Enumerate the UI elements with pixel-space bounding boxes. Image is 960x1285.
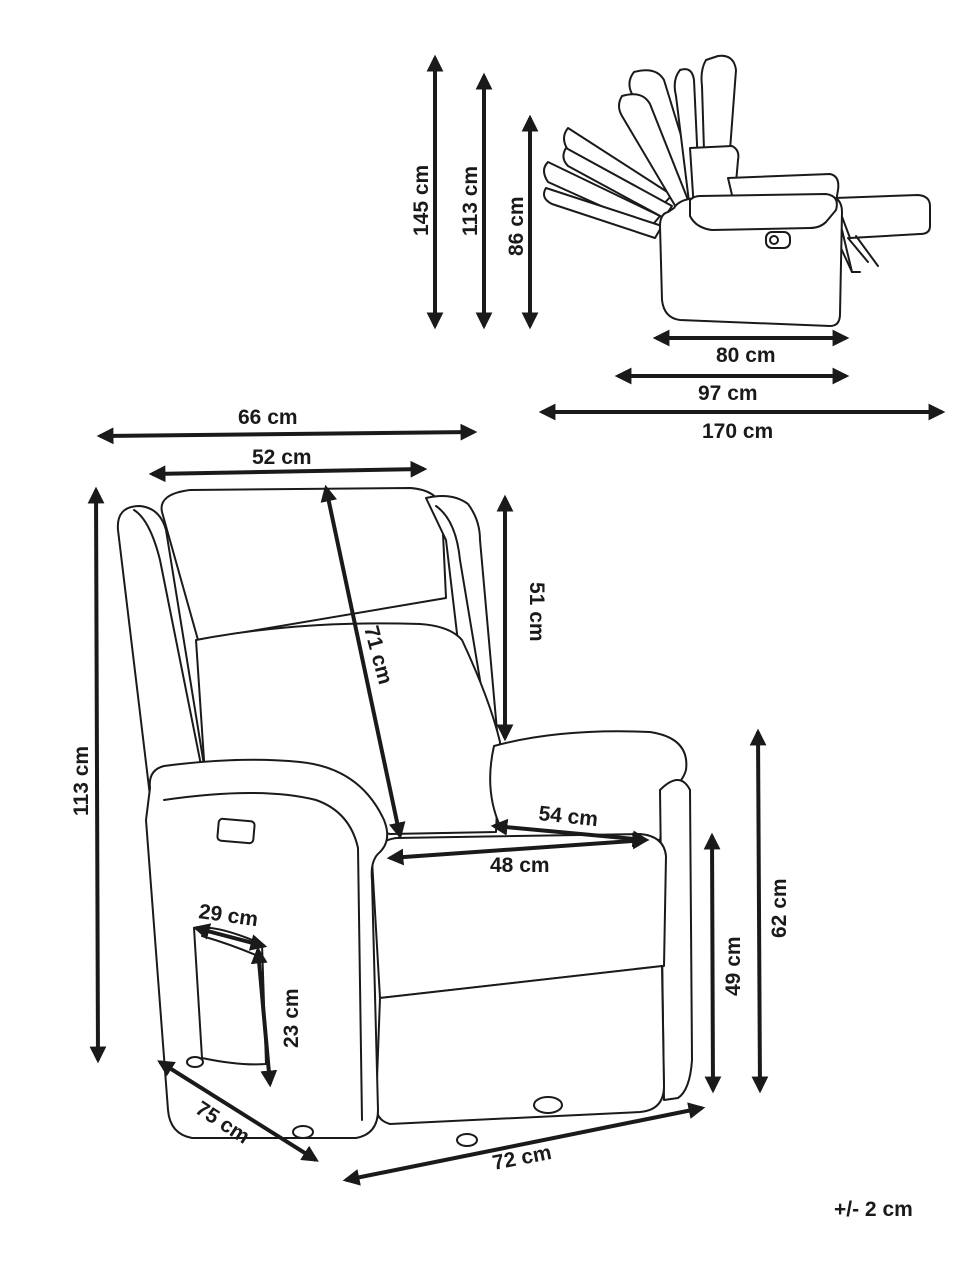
side-view-recliner-drawing bbox=[543, 54, 931, 327]
label-seat-height: 49 cm bbox=[722, 936, 745, 996]
dim-line-71 bbox=[320, 484, 406, 840]
dim-line-113-front bbox=[87, 486, 107, 1064]
label-total-width: 66 cm bbox=[238, 406, 298, 429]
label-pocket-height: 23 cm bbox=[280, 988, 303, 1048]
label-armrest-height: 62 cm bbox=[768, 878, 791, 938]
dim-line-75 bbox=[157, 1060, 319, 1162]
label-base-width: 72 cm bbox=[491, 1141, 554, 1175]
front-view-recliner-drawing bbox=[116, 487, 693, 1147]
label-depth-80: 80 cm bbox=[716, 344, 776, 367]
dim-line-49 bbox=[703, 832, 722, 1094]
dimension-lines bbox=[87, 54, 946, 1186]
label-height-86: 86 cm bbox=[505, 196, 528, 256]
label-seat-width-top: 52 cm bbox=[252, 446, 312, 469]
label-depth-97: 97 cm bbox=[698, 382, 758, 405]
dim-line-72 bbox=[342, 1102, 706, 1186]
dim-line-48 bbox=[386, 832, 650, 866]
tolerance-note: +/- 2 cm bbox=[834, 1198, 913, 1221]
dim-line-52 bbox=[148, 460, 428, 483]
dim-line-62 bbox=[749, 728, 769, 1094]
dim-line-66 bbox=[96, 423, 478, 445]
label-total-height: 113 cm bbox=[70, 746, 93, 816]
label-height-113-side: 113 cm bbox=[459, 166, 482, 236]
label-depth-170: 170 cm bbox=[702, 420, 773, 443]
dim-line-29 bbox=[192, 923, 268, 951]
label-backrest-above-armrest: 51 cm bbox=[525, 582, 548, 642]
label-height-145: 145 cm bbox=[410, 165, 433, 236]
label-seat-width: 48 cm bbox=[490, 854, 550, 877]
